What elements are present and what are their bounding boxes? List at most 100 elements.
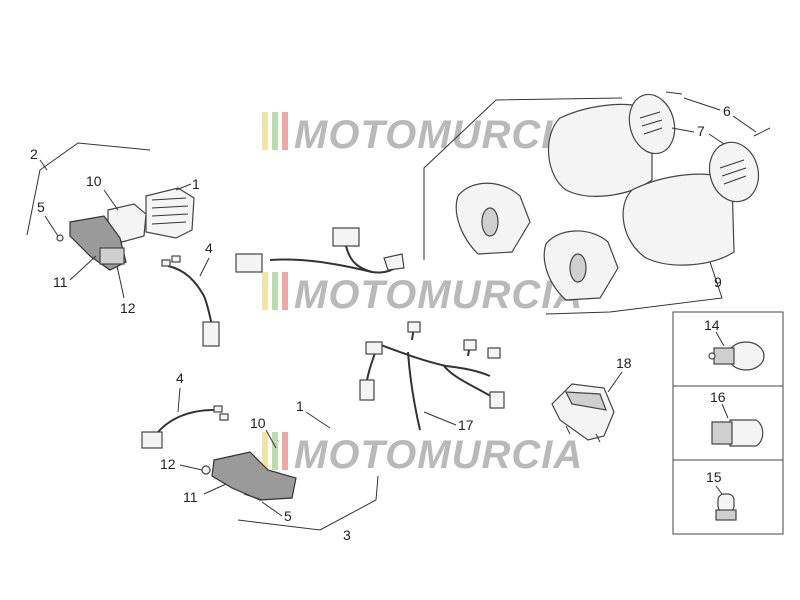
leader-line [175, 183, 192, 191]
screw-part [665, 91, 683, 95]
callout-3: 3 [343, 527, 351, 543]
signal-connector-part [99, 247, 125, 265]
callout-5: 5 [37, 199, 45, 215]
leader-line [265, 429, 277, 449]
lens-pattern [639, 111, 663, 135]
harness-connector-part [487, 347, 501, 359]
callout-10: 10 [86, 173, 102, 189]
leader-line [203, 483, 227, 495]
bracket-line [423, 97, 623, 260]
callout-5b: 5 [284, 508, 292, 524]
watermark-stripe [262, 272, 268, 310]
leader-line [423, 411, 457, 426]
wiring-harness-group: 17 [235, 227, 505, 433]
leader-line [721, 403, 729, 419]
leader-line [607, 371, 623, 393]
lens-ribs [151, 197, 189, 225]
watermark-stripe [262, 432, 268, 470]
tail-light-lens-part [564, 391, 607, 411]
leader-line [39, 159, 48, 171]
leader-line [671, 127, 695, 133]
front-turn-signal-group: 2 1 10 5 11 12 4 [26, 142, 220, 347]
callout-17: 17 [458, 417, 474, 433]
watermark-bottom: MOTOMURCIA [262, 432, 583, 477]
leader-line [715, 485, 723, 495]
headlight-group: 9 6 7 [423, 91, 771, 315]
leader-line [715, 331, 725, 347]
bulb-15-base [715, 509, 737, 521]
bulb-15-glass [717, 493, 735, 513]
harness-wire-part [407, 351, 421, 431]
watermark-stripe [282, 272, 288, 310]
wire-connector-part [202, 321, 220, 347]
wire-terminal-part [213, 405, 223, 413]
bracket-hole [481, 207, 499, 237]
harness-connector-part [332, 227, 360, 247]
watermark-stripe [272, 432, 278, 470]
callout-1b: 1 [296, 398, 304, 414]
leader-line [69, 255, 97, 281]
callout-15: 15 [706, 469, 722, 485]
leader-line [683, 97, 721, 111]
watermark-stripe [262, 112, 268, 150]
bulb-14-base [713, 347, 735, 365]
watermark-middle: MOTOMURCIA [262, 272, 582, 317]
callout-9: 9 [714, 274, 722, 290]
grommet-part [201, 465, 211, 475]
callout-18: 18 [616, 355, 632, 371]
wire-connector-part [141, 431, 163, 449]
bracket-line [545, 249, 723, 315]
callout-16: 16 [710, 389, 726, 405]
watermark-stripe [272, 112, 278, 150]
headlight-shell-part [547, 103, 653, 197]
leader-line [732, 115, 757, 133]
callout-7: 7 [697, 123, 705, 139]
callout-6: 6 [723, 103, 731, 119]
wire-terminal-part [171, 255, 181, 263]
bracket-hole [569, 253, 587, 283]
bulb-16-base [711, 421, 733, 445]
harness-wire-part [269, 258, 403, 274]
leader-line [44, 215, 59, 237]
watermark-text: MOTOMURCIA [294, 433, 583, 477]
watermark-stripe [282, 112, 288, 150]
leader-line [708, 133, 725, 145]
screw-part [753, 127, 771, 137]
stud-part [595, 433, 601, 443]
harness-wire-part [443, 365, 495, 399]
harness-connector-part [463, 339, 477, 351]
harness-clip-part [383, 253, 405, 271]
callout-12: 12 [120, 300, 136, 316]
wire-terminal-part [219, 413, 229, 421]
harness-connector-part [489, 391, 505, 409]
callout-4b: 4 [176, 370, 184, 386]
callout-12b: 12 [160, 456, 176, 472]
screw-part [243, 493, 263, 501]
stud-part [565, 425, 571, 435]
signal-body-part [211, 451, 297, 501]
wire-terminal-part [161, 259, 171, 267]
callout-10b: 10 [250, 415, 266, 431]
leader-line [103, 189, 119, 211]
watermark-stripe [272, 272, 278, 310]
bulb-panel: 14 16 15 [672, 311, 784, 535]
callout-11b: 11 [183, 489, 198, 505]
signal-lens-part [145, 187, 195, 239]
headlight-bezel-part [628, 93, 676, 155]
callout-4: 4 [205, 240, 213, 256]
leader-line [179, 464, 203, 471]
callout-2: 2 [30, 146, 38, 162]
signal-wire-part [167, 265, 213, 327]
watermark-text: MOTOMURCIA [294, 113, 583, 157]
lens-pattern [719, 159, 747, 185]
leader-line [305, 411, 331, 429]
tail-light-group: 18 [551, 355, 632, 443]
callout-14: 14 [704, 317, 720, 333]
watermark-stripe [282, 432, 288, 470]
callout-1: 1 [192, 176, 200, 192]
leader-line [116, 265, 125, 299]
leader-line [199, 257, 210, 277]
headlight-shell-part [622, 173, 735, 266]
watermark-top: MOTOMURCIA [262, 112, 583, 157]
